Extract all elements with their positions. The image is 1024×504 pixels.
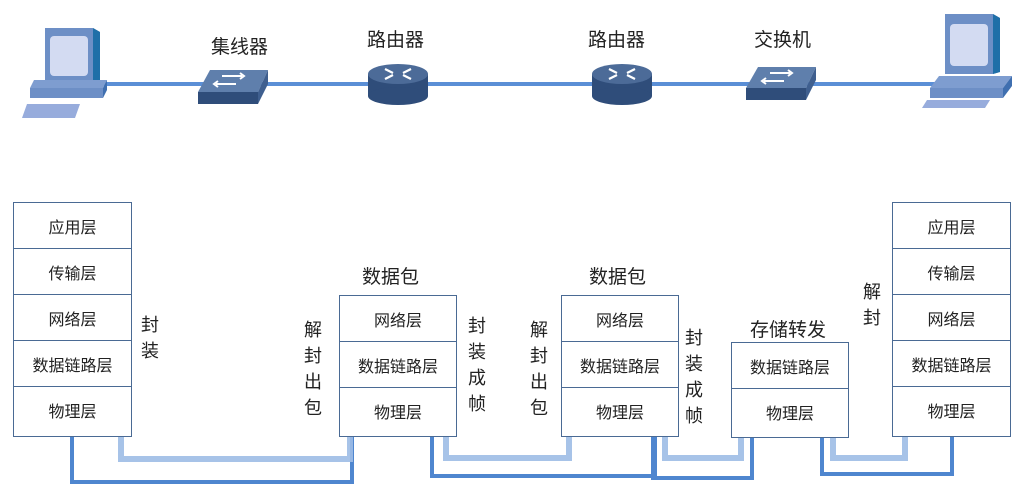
router1-stack: 网络层 数据链路层 物理层	[339, 295, 457, 437]
layer-transport: 传输层	[893, 249, 1010, 295]
decapsulate-packet-label: 解 封 出 包	[303, 318, 323, 422]
device-label-router: 路由器	[367, 29, 425, 51]
label-char: 装	[685, 354, 703, 375]
label-char: 封	[304, 346, 322, 367]
switch-icon	[746, 67, 816, 100]
decapsulate-packet-label: 解 封 出 包	[529, 318, 549, 422]
label-char: 包	[530, 398, 548, 419]
label-char: 帧	[468, 394, 486, 415]
label-char: 封	[863, 308, 881, 329]
decapsulate-label: 解 封	[862, 280, 882, 332]
device-label-hub: 集线器	[211, 36, 269, 58]
label-char: 封	[530, 346, 548, 367]
router-icon	[368, 64, 428, 105]
physical-path	[583, 436, 655, 476]
label-char: 装	[141, 341, 159, 362]
layer-datalink: 数据链路层	[340, 342, 456, 388]
label-char: 封	[468, 316, 486, 337]
label-char: 帧	[685, 406, 703, 427]
label-char: 封	[141, 315, 159, 336]
encapsulate-frame-label: 封 装 成 帧	[467, 314, 487, 418]
label-char: 解	[863, 282, 881, 303]
layer-physical: 物理层	[48, 402, 97, 421]
layer-physical: 物理层	[927, 402, 976, 421]
computer-icon	[22, 28, 107, 118]
computer-icon	[922, 14, 1012, 108]
device-label-switch: 交换机	[754, 29, 812, 51]
layer-transport: 传输层	[14, 249, 131, 295]
label-char: 封	[685, 328, 703, 349]
encapsulate-label: 封 装	[140, 313, 160, 365]
switch-title: 存储转发	[750, 319, 827, 341]
router-icon	[592, 64, 652, 105]
layer-datalink: 数据链路层	[732, 343, 848, 389]
label-char: 出	[304, 372, 322, 393]
layer-network: 网络层	[340, 296, 456, 342]
left-host-stack: 应用层 传输层 网络层 数据链路层 物理层	[13, 202, 132, 437]
device-label-router: 路由器	[588, 29, 646, 51]
layer-physical: 物理层	[373, 403, 422, 422]
layer-application: 应用层	[14, 203, 131, 249]
layer-network: 网络层	[893, 295, 1010, 341]
label-char: 解	[304, 320, 322, 341]
label-char: 解	[530, 320, 548, 341]
physical-path	[820, 436, 954, 476]
switch-stack: 数据链路层 物理层	[731, 342, 849, 438]
right-host-stack: 应用层 传输层 网络层 数据链路层 物理层	[892, 202, 1011, 437]
layer-datalink: 数据链路层	[562, 342, 678, 388]
layer-network: 网络层	[562, 296, 678, 342]
layer-physical: 物理层	[765, 404, 814, 423]
router1-title: 数据包	[362, 266, 420, 288]
label-char: 出	[530, 372, 548, 393]
label-char: 成	[468, 368, 486, 389]
router2-title: 数据包	[589, 266, 647, 288]
hub-icon	[198, 70, 268, 104]
layer-application: 应用层	[893, 203, 1010, 249]
layer-network: 网络层	[14, 295, 131, 341]
layer-datalink: 数据链路层	[893, 341, 1010, 387]
layer-physical: 物理层	[595, 403, 644, 422]
label-char: 包	[304, 398, 322, 419]
physical-path	[651, 436, 754, 480]
label-char: 成	[685, 380, 703, 401]
label-char: 装	[468, 342, 486, 363]
layer-datalink: 数据链路层	[14, 341, 131, 387]
router2-stack: 网络层 数据链路层 物理层	[561, 295, 679, 437]
encapsulate-frame-label: 封 装 成 帧	[684, 326, 704, 430]
